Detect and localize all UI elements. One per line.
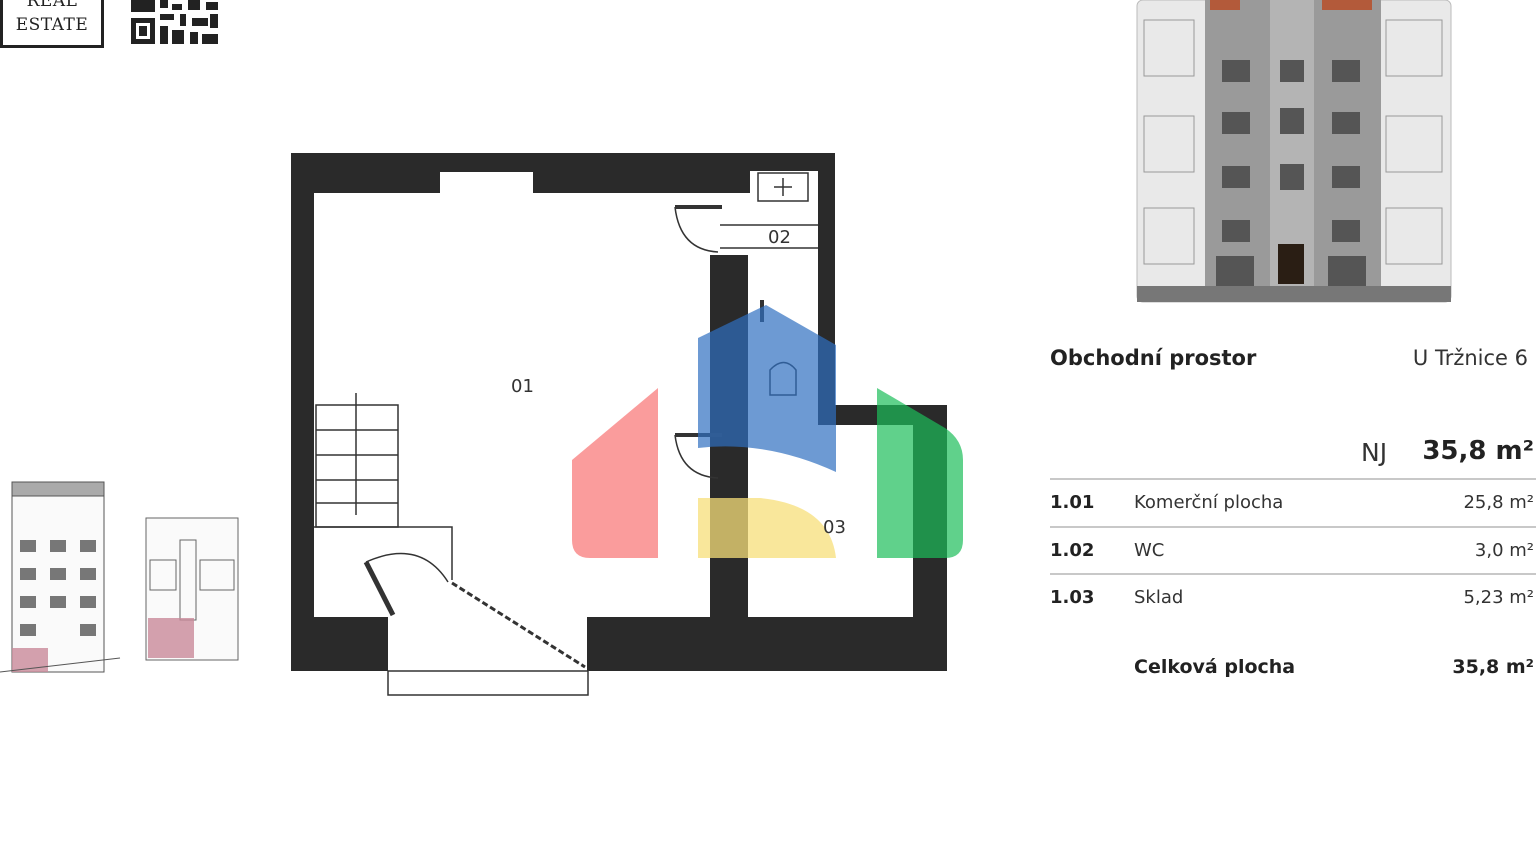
watermark-logo — [572, 305, 963, 558]
floor-plan — [291, 153, 947, 671]
area-row: 1.02 WC 3,0 m² — [1050, 526, 1536, 575]
room-name: Sklad — [1134, 587, 1184, 608]
floor-location-thumbnail — [145, 517, 239, 661]
room-code: 1.03 — [1050, 587, 1095, 608]
total-label: Celková plocha — [1134, 656, 1296, 678]
area-row: 1.03 Sklad 5,23 m² — [1050, 573, 1536, 622]
room-name: Komerční plocha — [1134, 492, 1284, 513]
room-code: 1.01 — [1050, 492, 1095, 513]
area-row: 1.01 Komerční plocha 25,8 m² — [1050, 478, 1536, 527]
building-elevation-thumbnail — [0, 481, 121, 673]
nj-value: 35,8 m² — [1422, 436, 1534, 466]
total-value: 35,8 m² — [1452, 656, 1534, 678]
room-area: 25,8 m² — [1463, 492, 1534, 513]
room-code: 1.02 — [1050, 540, 1095, 561]
room-label-01: 01 — [511, 376, 534, 397]
nj-label: NJ — [1361, 438, 1388, 467]
room-area: 5,23 m² — [1463, 587, 1534, 608]
unit-type-title: Obchodní prostor — [1050, 346, 1257, 370]
qr-code — [131, 0, 218, 44]
address: U Tržnice 6 — [1412, 346, 1528, 370]
floor-plan-details — [314, 172, 818, 696]
real-estate-logo: REAL ESTATE — [0, 0, 104, 48]
room-label-02: 02 — [768, 227, 791, 248]
building-photo — [1136, 0, 1452, 303]
room-label-03: 03 — [823, 517, 846, 538]
room-name: WC — [1134, 540, 1165, 561]
room-area: 3,0 m² — [1474, 540, 1534, 561]
